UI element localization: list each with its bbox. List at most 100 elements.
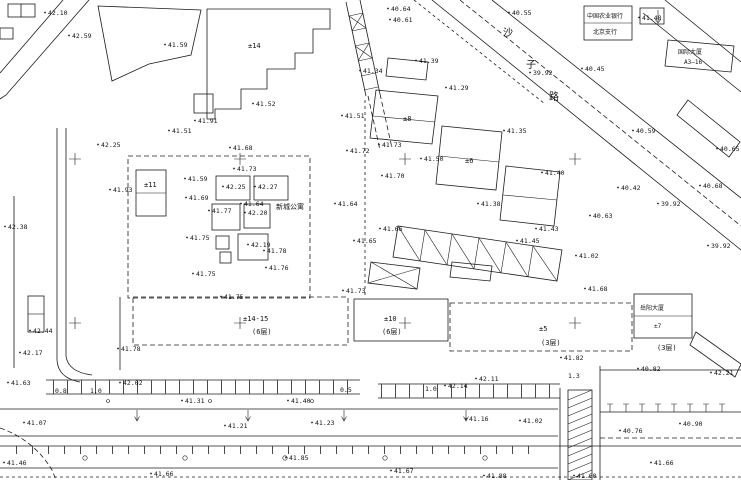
svg-text:39.92: 39.92 <box>661 200 681 208</box>
svg-text:41.40: 41.40 <box>291 397 311 405</box>
right-vertical-road <box>559 366 741 480</box>
north-arrow-icon <box>654 10 662 24</box>
svg-text:41.51: 41.51 <box>172 127 192 135</box>
svg-text:40.42: 40.42 <box>621 184 641 192</box>
svg-text:42.11: 42.11 <box>479 375 499 383</box>
svg-text:39.92: 39.92 <box>533 69 553 77</box>
svg-text:A3—16: A3—16 <box>684 59 702 66</box>
svg-text:41.59: 41.59 <box>188 175 208 183</box>
small-annotation-box <box>7 3 36 18</box>
svg-text:40.82: 40.82 <box>641 365 661 373</box>
svg-text:中国农业银行: 中国农业银行 <box>587 12 623 20</box>
svg-text:±14: ±14 <box>248 42 261 50</box>
svg-text:41.75: 41.75 <box>224 293 244 301</box>
svg-text:(6层): (6层) <box>382 328 402 336</box>
svg-text:41.66: 41.66 <box>383 225 403 233</box>
bottom-road-network <box>0 379 741 480</box>
svg-text:41.72: 41.72 <box>350 147 370 155</box>
svg-text:子: 子 <box>526 59 536 71</box>
svg-text:41.39: 41.39 <box>419 57 439 65</box>
svg-text:41.50: 41.50 <box>424 155 444 163</box>
svg-text:42.25: 42.25 <box>101 141 121 149</box>
svg-text:41.75: 41.75 <box>196 270 216 278</box>
svg-text:39.92: 39.92 <box>711 242 731 250</box>
svg-text:41.93: 41.93 <box>113 186 133 194</box>
svg-text:41.21: 41.21 <box>228 422 248 430</box>
svg-text:40.61: 40.61 <box>393 16 413 24</box>
svg-text:岳阳大厦: 岳阳大厦 <box>640 304 664 312</box>
svg-text:±8: ±8 <box>403 115 411 123</box>
lamp-post-icon <box>82 455 88 461</box>
svg-text:1.0: 1.0 <box>90 387 102 395</box>
svg-text:41.63: 41.63 <box>11 379 31 387</box>
flow-arrow-icons <box>134 410 469 422</box>
svg-text:41.70: 41.70 <box>385 172 405 180</box>
svg-text:41.64: 41.64 <box>338 200 358 208</box>
svg-text:41.73: 41.73 <box>346 287 366 295</box>
svg-text:41.38: 41.38 <box>481 200 501 208</box>
svg-text:41.66: 41.66 <box>654 459 674 467</box>
svg-text:41.77: 41.77 <box>212 207 232 215</box>
svg-text:41.82: 41.82 <box>564 354 584 362</box>
building-8 <box>369 89 439 145</box>
svg-text:0.5: 0.5 <box>340 386 352 394</box>
svg-text:1.3: 1.3 <box>568 372 580 380</box>
svg-text:41.85: 41.85 <box>289 454 309 462</box>
svg-text:40.65: 40.65 <box>720 145 740 153</box>
svg-text:41.60: 41.60 <box>577 472 597 480</box>
svg-text:41.67: 41.67 <box>394 467 414 475</box>
lamp-post-icon <box>282 455 288 461</box>
svg-text:41.34: 41.34 <box>363 67 383 75</box>
svg-text:±6: ±6 <box>465 157 473 165</box>
hatched-footbridge <box>345 0 393 295</box>
svg-text:41.78: 41.78 <box>121 345 141 353</box>
svg-text:41.52: 41.52 <box>256 100 276 108</box>
building-14-15 <box>132 296 349 346</box>
svg-text:41.66: 41.66 <box>154 470 174 478</box>
svg-text:(3层): (3层) <box>657 344 677 352</box>
svg-text:新城公寓: 新城公寓 <box>276 202 304 211</box>
svg-text:41.43: 41.43 <box>539 225 559 233</box>
carport-zigzag-strip <box>367 225 563 290</box>
grid-crosses <box>69 153 581 329</box>
svg-text:40.63: 40.63 <box>593 212 613 220</box>
svg-text:41.78: 41.78 <box>267 247 287 255</box>
svg-text:40.76: 40.76 <box>623 427 643 435</box>
svg-text:42.59: 42.59 <box>72 32 92 40</box>
svg-text:±11: ±11 <box>144 181 157 189</box>
building-6 <box>435 125 503 191</box>
svg-text:1.0: 1.0 <box>425 385 437 393</box>
left-side-street <box>13 128 93 383</box>
svg-text:41.73: 41.73 <box>237 165 257 173</box>
svg-text:±7: ±7 <box>654 323 662 330</box>
svg-text:北京支行: 北京支行 <box>593 28 617 36</box>
svg-text:41.51: 41.51 <box>345 112 365 120</box>
bank-annotation-box <box>583 5 665 41</box>
svg-text:40.55: 40.55 <box>512 9 532 17</box>
center-right-buildings <box>369 57 561 227</box>
svg-text:0.8: 0.8 <box>55 387 67 395</box>
diagonal-road-topright <box>413 0 741 251</box>
svg-text:42.44: 42.44 <box>33 327 53 335</box>
svg-text:41.65: 41.65 <box>357 237 377 245</box>
svg-text:41.31: 41.31 <box>185 397 205 405</box>
building-10 <box>353 298 449 342</box>
svg-text:41.91: 41.91 <box>198 117 218 125</box>
svg-text:41.75: 41.75 <box>190 234 210 242</box>
svg-text:41.69: 41.69 <box>189 194 209 202</box>
complex-boundary <box>127 155 311 299</box>
bottom-building-blocks <box>119 293 741 378</box>
svg-text:41.68: 41.68 <box>233 144 253 152</box>
lamp-post-icon <box>182 455 188 461</box>
svg-text:40.45: 40.45 <box>585 65 605 73</box>
svg-text:42.27: 42.27 <box>258 183 278 191</box>
svg-text:41.48: 41.48 <box>642 14 662 22</box>
elevation-labels: 42.10 42.59 41.59 41.52 41.51 41.91 42.25 41.68… <box>3 5 740 480</box>
svg-text:41.35: 41.35 <box>507 127 527 135</box>
svg-text:41.02: 41.02 <box>523 417 543 425</box>
svg-text:42.10: 42.10 <box>48 9 68 17</box>
apartment-complex <box>127 155 311 299</box>
road-name-characters: 沙子路 <box>503 27 559 103</box>
